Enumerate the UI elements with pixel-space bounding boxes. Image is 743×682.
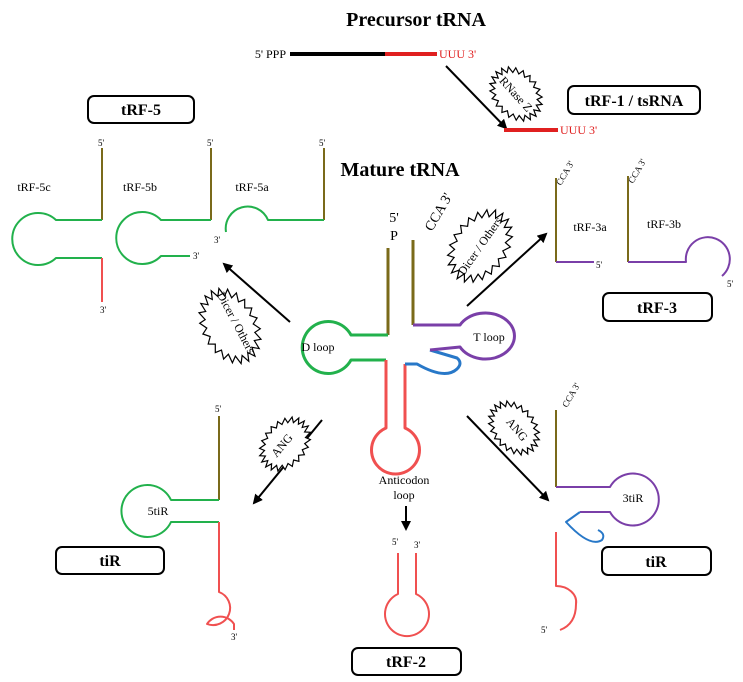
t-arm (413, 311, 516, 361)
mature-trna: 5' P CCA 3' D loop T loop Anticodon loop (300, 191, 516, 502)
trf1-box-label: tRF-1 / tsRNA (585, 93, 684, 110)
trf5b-label: tRF-5b (123, 180, 157, 194)
trf5b-3-prime: 3' (193, 251, 200, 261)
rnase-z-arrow (445, 65, 508, 130)
tir3-fragment: CCA 3' 5' 3tiR (541, 381, 660, 635)
trf2-5-prime: 5' (392, 537, 399, 547)
trf3-box (602, 292, 713, 322)
tir3-variable (565, 511, 605, 543)
arrow-to-3tir (466, 415, 550, 502)
tir5-fragment: 5' 3' 5tiR (120, 404, 238, 642)
trf3b-t-arm (628, 236, 731, 277)
mature-5-prime-label: 5' (389, 211, 399, 226)
precursor-title: Precursor tRNA (346, 9, 486, 31)
trf5a-d-arm (224, 205, 324, 233)
trf5-box-label: tRF-5 (121, 102, 161, 119)
trf3-box-label: tRF-3 (637, 300, 677, 317)
trf5b-5-prime: 5' (207, 138, 214, 148)
trf3a-fragment: CCA 3' 5' tRF-3a (554, 159, 607, 270)
tir3-anticodon (555, 532, 578, 631)
precursor-3-prime-label: UUU 3' (439, 47, 476, 61)
trf5a-3-prime: 3' (214, 235, 221, 245)
trf5c-fragment: 5' 3' tRF-5c (11, 138, 107, 315)
trf1-3-prime-label: UUU 3' (560, 123, 597, 137)
arrow-to-trf5 (222, 262, 291, 323)
tir3-5-prime: 5' (541, 625, 548, 635)
arrow-to-trf3 (466, 232, 548, 307)
trf2-fragment: 5' 3' (384, 537, 430, 637)
trf2-box-label: tRF-2 (386, 654, 426, 671)
dicer-starburst-right: Dicer / Others (446, 208, 514, 284)
trf5a-label: tRF-5a (235, 180, 269, 194)
trf5c-3-prime: 3' (100, 305, 107, 315)
mature-title: Mature tRNA (340, 159, 460, 181)
trf2-anticodon (384, 553, 430, 637)
trf5a-fragment: 5' 3' tRF-5a (214, 138, 326, 245)
tir5-5-prime: 5' (215, 404, 222, 414)
trf2-box (351, 647, 462, 676)
trf5a-5-prime: 5' (319, 138, 326, 148)
trf3a-cca: CCA 3' (554, 159, 576, 187)
ang-starburst-right: ANG (487, 399, 541, 457)
d-arm (300, 320, 388, 375)
trf5-box (87, 95, 195, 124)
anticodon-label: Anticodon (379, 473, 430, 487)
dicer-starburst-left: Dicer / Others (197, 286, 263, 366)
trf1-box (567, 85, 701, 115)
tir3-cca: CCA 3' (560, 381, 582, 409)
trf3a-label: tRF-3a (573, 220, 607, 234)
anticodon-loop-label: loop (393, 488, 414, 502)
trf5c-label: tRF-5c (17, 180, 50, 194)
tir-left-box (55, 546, 165, 575)
d-loop-label: D loop (302, 340, 335, 354)
tir5-anticodon (206, 522, 235, 630)
trf2-3-prime: 3' (414, 540, 421, 550)
tir-right-box (601, 546, 712, 576)
t-loop-label: T loop (473, 330, 504, 344)
trf3b-label: tRF-3b (647, 217, 681, 231)
tir5-3-prime: 3' (231, 632, 238, 642)
tir5-label: 5tiR (148, 504, 169, 518)
rnase-z-starburst: RNase Z (488, 65, 544, 123)
anticodon-arm (370, 360, 421, 476)
trf5c-5-prime: 5' (98, 138, 105, 148)
trf3b-cca: CCA 3' (626, 157, 648, 185)
tir-left-box-label: tiR (99, 553, 121, 570)
tir3-t-arm (556, 472, 660, 527)
mature-p-label: P (390, 229, 398, 244)
variable-loop (405, 348, 462, 375)
trf5b-d-arm (115, 211, 211, 265)
tir5-d-arm (120, 484, 219, 538)
trf5b-fragment: 5' 3' tRF-5b (115, 138, 214, 265)
trf3a-5-prime: 5' (596, 260, 603, 270)
ang-starburst-left: ANG (258, 415, 312, 473)
trf3b-5-prime: 5' (727, 279, 734, 289)
trf5c-d-arm (11, 212, 102, 266)
tir-right-box-label: tiR (645, 554, 667, 571)
tir3-label: 3tiR (623, 491, 644, 505)
precursor-5-prime-label: 5' PPP (255, 47, 287, 61)
mature-cca-label: CCA 3' (422, 191, 456, 234)
trf3b-fragment: CCA 3' 5' tRF-3b (626, 157, 733, 289)
